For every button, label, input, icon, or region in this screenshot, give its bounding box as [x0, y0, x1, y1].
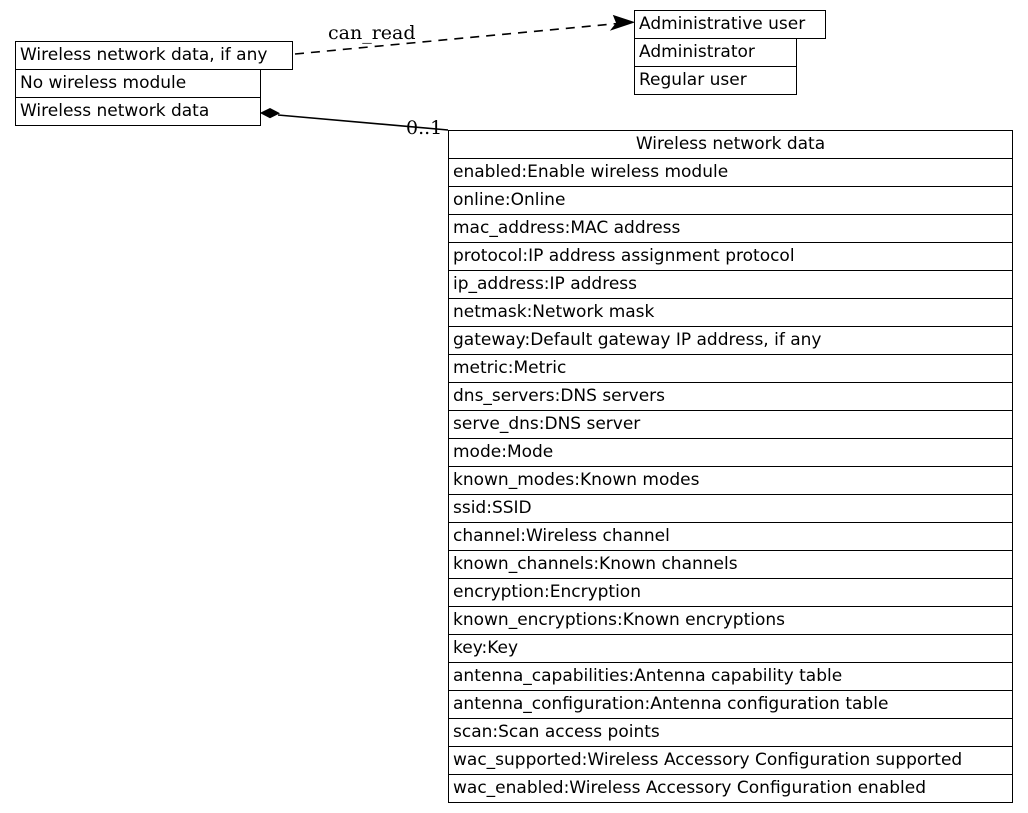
class-attribute-row: protocol:IP address assignment protocol — [448, 242, 1013, 271]
class-attribute-row: known_modes:Known modes — [448, 466, 1013, 495]
class-attribute-row: ssid:SSID — [448, 494, 1013, 523]
enum-wireless-title: Wireless network data, if any — [15, 41, 293, 70]
enum-wireless-item-no-wireless-module: No wireless module — [15, 69, 261, 98]
class-attribute-row: channel:Wireless channel — [448, 522, 1013, 551]
class-attribute-row: dns_servers:DNS servers — [448, 382, 1013, 411]
enum-administrative-user-item-administrator: Administrator — [634, 38, 797, 67]
class-attribute-row: metric:Metric — [448, 354, 1013, 383]
edge-label-can-read: can_read — [328, 22, 416, 44]
class-attribute-row: ip_address:IP address — [448, 270, 1013, 299]
enum-administrative-user-title: Administrative user — [634, 10, 826, 39]
class-attribute-row: enabled:Enable wireless module — [448, 158, 1013, 187]
enum-wireless-item-wireless-network-data: Wireless network data — [15, 97, 261, 126]
enum-administrative-user-item-regular-user: Regular user — [634, 66, 797, 95]
edge-label-multiplicity: 0..1 — [406, 117, 443, 139]
class-title: Wireless network data — [448, 130, 1013, 159]
class-attribute-row: known_channels:Known channels — [448, 550, 1013, 579]
can-read-arrowhead — [609, 14, 636, 31]
class-attribute-row: key:Key — [448, 634, 1013, 663]
class-attribute-row: antenna_capabilities:Antenna capability … — [448, 662, 1013, 691]
class-attribute-row: antenna_configuration:Antenna configurat… — [448, 690, 1013, 719]
class-attribute-row: encryption:Encryption — [448, 578, 1013, 607]
class-attribute-row: online:Online — [448, 186, 1013, 215]
class-attribute-row: wac_enabled:Wireless Accessory Configura… — [448, 774, 1013, 803]
class-attribute-row: mac_address:MAC address — [448, 214, 1013, 243]
class-attribute-row: netmask:Network mask — [448, 298, 1013, 327]
class-attribute-row: gateway:Default gateway IP address, if a… — [448, 326, 1013, 355]
class-attribute-row: scan:Scan access points — [448, 718, 1013, 747]
class-attribute-row: known_encryptions:Known encryptions — [448, 606, 1013, 635]
class-attribute-row: mode:Mode — [448, 438, 1013, 467]
composition-diamond — [259, 107, 281, 119]
class-attribute-row: wac_supported:Wireless Accessory Configu… — [448, 746, 1013, 775]
class-attribute-row: serve_dns:DNS server — [448, 410, 1013, 439]
